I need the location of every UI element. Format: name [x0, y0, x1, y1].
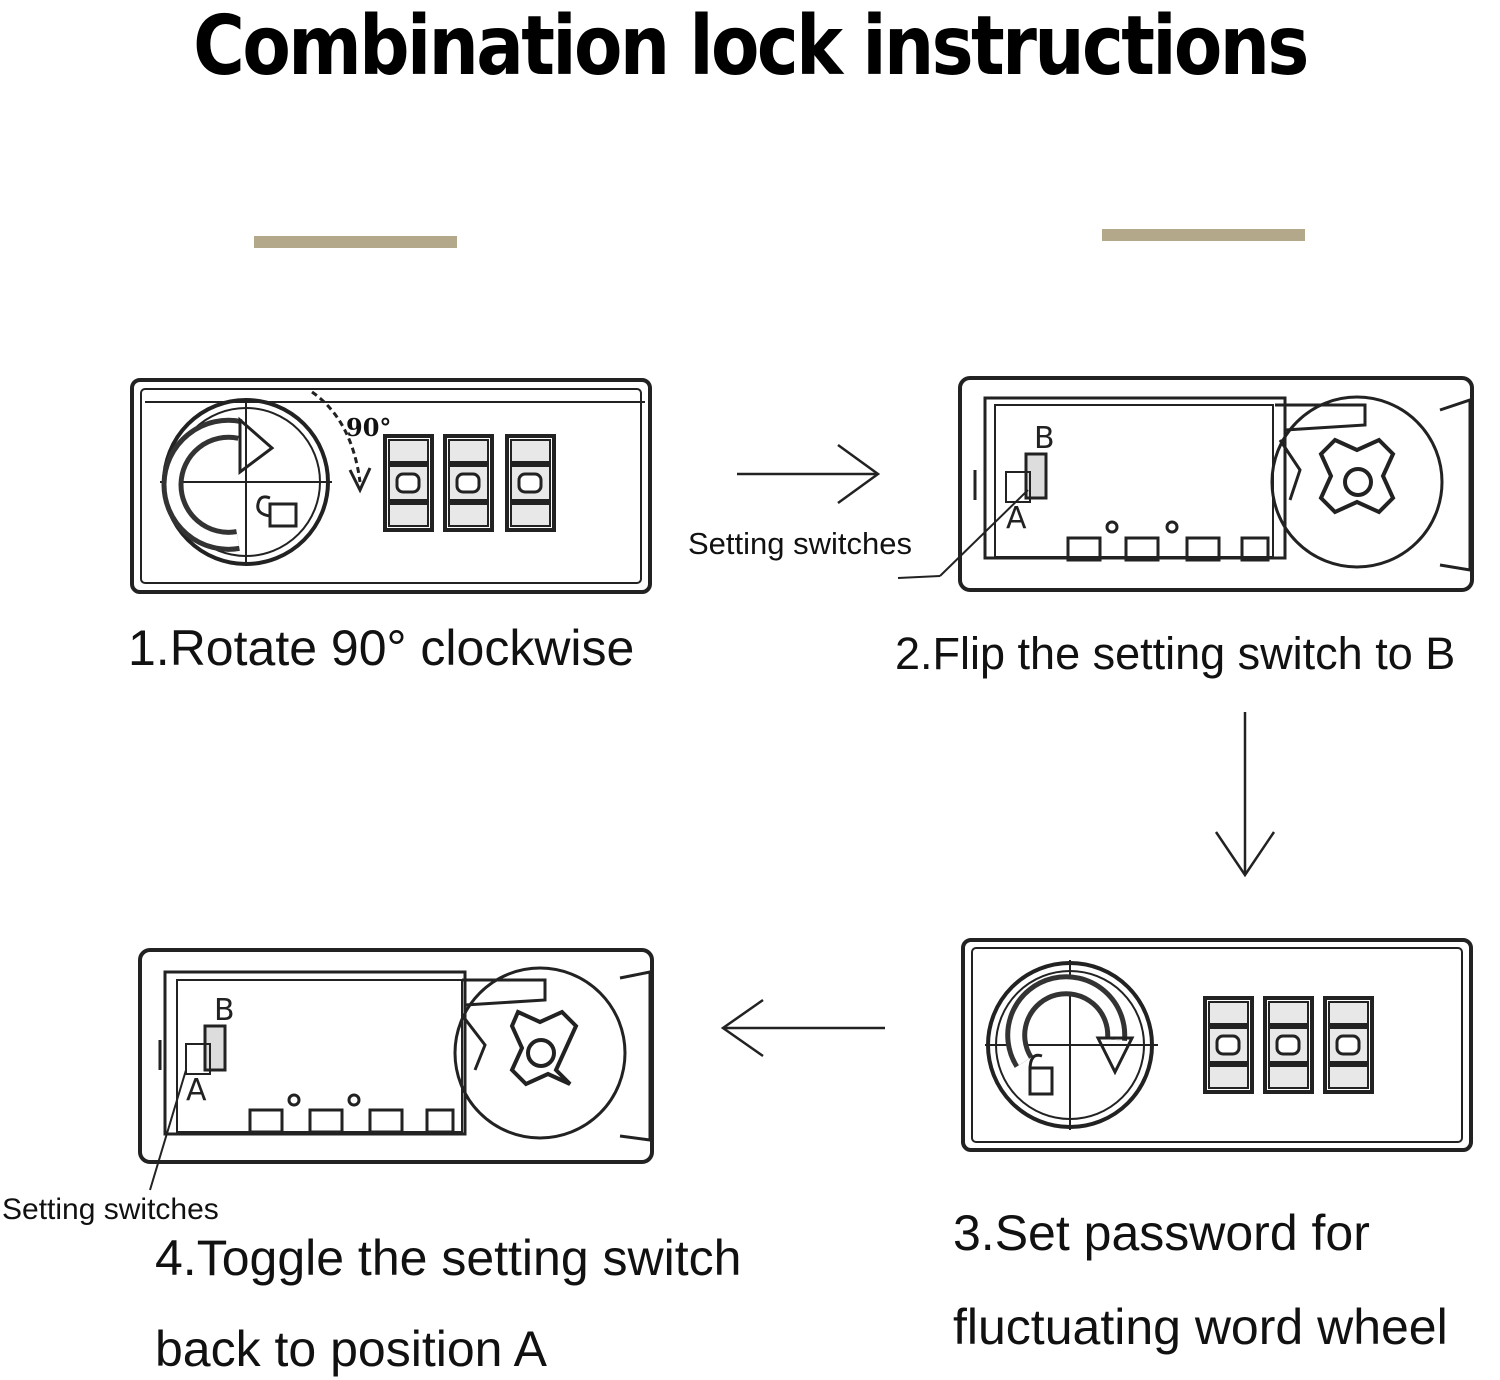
step4-caption-line2: back to position A [155, 1321, 547, 1377]
switch-b-label-step4: B [214, 993, 235, 1028]
switch-a-label-step2: A [1006, 501, 1027, 536]
rotate-dial-step1 [160, 398, 332, 566]
setting-switches-label-step4: Setting switches [2, 1193, 219, 1226]
accent-bar-right [1102, 229, 1305, 241]
digit-wheels-step1 [383, 434, 556, 532]
rotate-arrow-90 [311, 390, 362, 483]
step3-caption-line1: 3.Set password for [953, 1205, 1370, 1261]
lock-front-step1 [130, 378, 652, 594]
accent-bar-left [254, 236, 457, 248]
digit-wheels-step3 [1203, 996, 1374, 1094]
lock-back-step2: B A [897, 376, 1474, 592]
step4-caption-line1: 4.Toggle the setting switch [155, 1230, 742, 1286]
step3-caption-line2: fluctuating word wheel [953, 1299, 1448, 1355]
lock-front-step3 [961, 938, 1473, 1152]
rotate-dial-step3 [985, 960, 1158, 1130]
setting-switches-label-step2: Setting switches [688, 526, 912, 561]
lock-back-step4: B A [138, 948, 654, 1191]
switch-b-label-step2: B [1034, 421, 1055, 456]
step1-caption: 1.Rotate 90° clockwise [128, 620, 635, 676]
angle-label: 90° [346, 413, 392, 442]
page-title: Combination lock instructions [193, 0, 1309, 94]
step2-caption: 2.Flip the setting switch to B [895, 628, 1456, 679]
arrow-down [1214, 712, 1276, 878]
arrow-right [737, 443, 881, 505]
arrow-left [720, 998, 885, 1058]
switch-a-label-step4: A [186, 1073, 207, 1108]
